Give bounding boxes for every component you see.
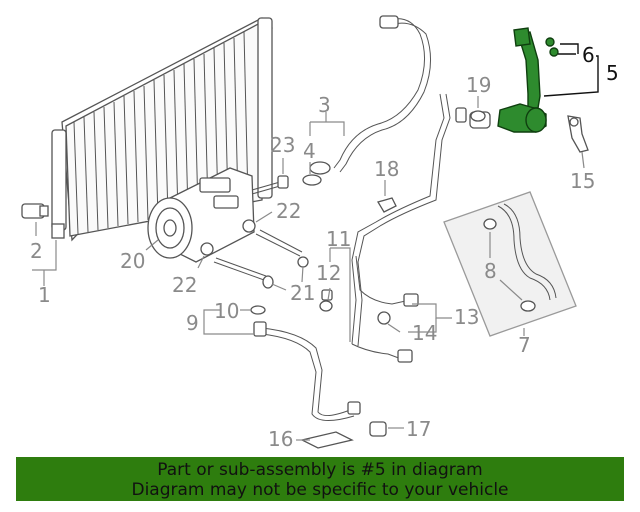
bracket-15 <box>567 115 589 153</box>
callout-10: 10 <box>214 299 239 323</box>
callout-15: 15 <box>570 169 595 193</box>
callout-12: 12 <box>316 261 341 285</box>
suction-line <box>302 15 431 186</box>
callout-3: 3 <box>318 93 331 117</box>
callout-4: 4 <box>303 139 316 163</box>
highlight-leader-lines <box>543 43 599 97</box>
callout-14: 14 <box>412 321 437 345</box>
callout-23: 23 <box>270 133 295 157</box>
callout-22-lower: 22 <box>172 273 197 297</box>
callout-19: 19 <box>466 73 491 97</box>
callout-2: 2 <box>30 239 43 263</box>
callout-11: 11 <box>326 227 351 251</box>
pressure-sensor <box>21 203 49 219</box>
compressor <box>147 167 255 263</box>
callout-1: 1 <box>38 283 51 307</box>
valve-19 <box>469 110 491 129</box>
callout-9: 9 <box>186 311 199 335</box>
callout-22-upper: 22 <box>276 199 301 223</box>
assembly-box-7 <box>443 191 577 337</box>
info-banner: Part or sub-assembly is #5 in diagram Di… <box>16 457 624 501</box>
callout-21: 21 <box>290 281 315 305</box>
callout-20: 20 <box>120 249 145 273</box>
callout-16: 16 <box>268 427 293 451</box>
callout-5: 5 <box>606 61 619 85</box>
bracket-16 <box>300 431 354 449</box>
banner-line-1: Part or sub-assembly is #5 in diagram <box>157 460 483 480</box>
bracket-18 <box>377 197 397 213</box>
callout-18: 18 <box>374 157 399 181</box>
banner-line-2: Diagram may not be specific to your vehi… <box>131 480 509 500</box>
callout-17: 17 <box>406 417 431 441</box>
callout-8: 8 <box>484 259 497 283</box>
clip-17 <box>369 421 387 437</box>
callout-6: 6 <box>582 43 595 67</box>
highlighted-part-5-hose <box>497 27 559 133</box>
compressor-bolts <box>200 175 309 289</box>
callout-labels: 1 2 3 4 5 6 7 8 9 10 11 12 13 14 15 16 1… <box>30 43 619 451</box>
liquid-line <box>319 93 467 363</box>
discharge-line <box>250 305 361 421</box>
callout-7: 7 <box>518 333 531 357</box>
leader-lines <box>32 96 585 441</box>
callout-13: 13 <box>454 305 479 329</box>
